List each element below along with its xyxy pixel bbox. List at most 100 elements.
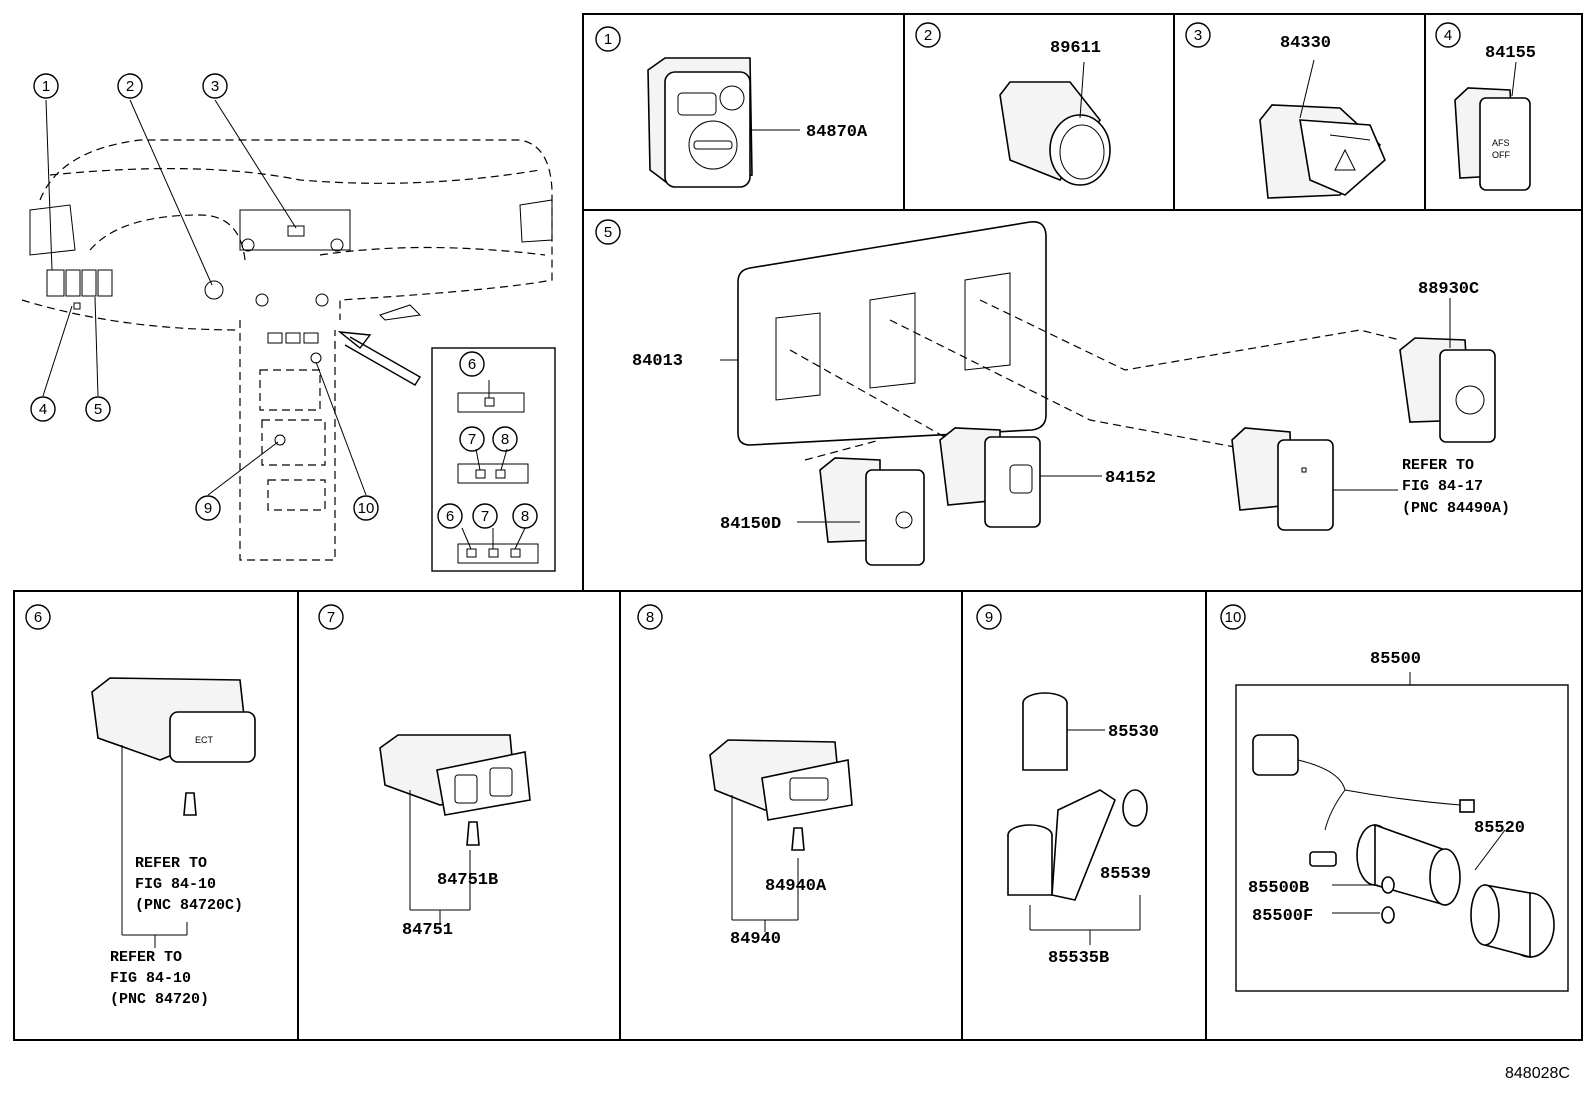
part-85520: 85520	[1474, 819, 1525, 838]
panel-3	[1259, 59, 1386, 199]
panel-number-8-number: 8	[646, 609, 654, 626]
panel-number-2-number: 2	[924, 27, 932, 44]
inset-callout-8-b: 8	[512, 503, 538, 529]
panel-2	[999, 61, 1111, 186]
figure-code: 848028C	[1505, 1065, 1570, 1082]
ect-switch-drawing: ECT	[91, 677, 256, 763]
overview-callout-8: 8	[492, 426, 518, 452]
part-84013: 84013	[632, 352, 683, 371]
switch-84150D-fog	[819, 457, 925, 566]
inset-callout-7-b-number: 7	[481, 508, 489, 525]
part-84330: 84330	[1280, 34, 1331, 53]
part-labels: 84870A 89611 84330 84155 84013 88930C 84…	[110, 34, 1570, 1082]
overview-callout-3-number: 3	[211, 78, 219, 95]
panel-number-2: 2	[915, 22, 941, 48]
overview-callout-2-number: 2	[126, 78, 134, 95]
inset-callout-8-b-number: 8	[521, 508, 529, 525]
panel-number-4: 4	[1435, 22, 1461, 48]
panel-number-9: 9	[976, 604, 1002, 630]
part-85535B: 85535B	[1048, 949, 1109, 968]
panel-number-7: 7	[318, 604, 344, 630]
switch-84751-drawing	[379, 734, 531, 816]
part-84155: 84155	[1485, 44, 1536, 63]
part-85500B: 85500B	[1248, 879, 1309, 898]
mirror-switch-drawing	[647, 57, 753, 188]
refer-panel5-line1: REFER TO	[1402, 457, 1474, 474]
overview-callout-5-number: 5	[94, 401, 102, 418]
refer-panel6b-line2: FIG 84-10	[110, 970, 191, 987]
panel-number-5: 5	[595, 219, 621, 245]
panel-4: AFS OFF	[1454, 61, 1531, 191]
power-outlet-drawing	[1007, 692, 1148, 901]
overview-callout-4-number: 4	[39, 401, 47, 418]
panel-number-3-number: 3	[1194, 27, 1202, 44]
panel-number-1: 1	[595, 26, 621, 52]
off-label: OFF	[1492, 150, 1510, 160]
lighter-assembly-drawing	[1252, 734, 1555, 959]
overview-callout-7-number: 7	[468, 431, 476, 448]
overview-callout-8-number: 8	[501, 431, 509, 448]
part-84940: 84940	[730, 930, 781, 949]
overview-callout-3: 3	[202, 73, 228, 99]
afs-switch-drawing: AFS OFF	[1454, 87, 1531, 191]
part-84150D: 84150D	[720, 515, 781, 534]
panel-number-6: 6	[25, 604, 51, 630]
panel-number-9-number: 9	[985, 609, 993, 626]
refer-panel6b-line1: REFER TO	[110, 949, 182, 966]
refer-panel6a-line3: (PNC 84720C)	[135, 897, 243, 914]
part-84751B: 84751B	[437, 871, 498, 890]
seat-switch-88930C	[1399, 337, 1496, 443]
inset-callout-6-b-number: 6	[446, 508, 454, 525]
overview-callout-9: 9	[195, 495, 221, 521]
overview-callout-7: 7	[459, 426, 485, 452]
overview-callout-10: 10	[353, 495, 379, 521]
part-85500F: 85500F	[1252, 907, 1313, 926]
panel-number-circles: 1 2 3 4 5 6 7 8 9 10	[25, 22, 1461, 630]
panel-1	[647, 57, 800, 188]
overview-callout-6: 6	[459, 351, 485, 377]
overview-callout-2: 2	[117, 73, 143, 99]
overview-callout-circles: 1 2 3 4 5 6 7 8 9 10 6 7 8	[30, 73, 538, 529]
refer-panel6a-line1: REFER TO	[135, 855, 207, 872]
overview-callout-5: 5	[85, 396, 111, 422]
overview-callout-9-number: 9	[204, 500, 212, 517]
refer-panel5-line3: (PNC 84490A)	[1402, 500, 1510, 517]
panel-9	[1007, 692, 1148, 945]
panel-number-10-number: 10	[1225, 609, 1242, 626]
panel-8	[709, 739, 853, 932]
overview-callouts	[42, 99, 367, 496]
panel-number-7-number: 7	[327, 609, 335, 626]
dashboard-overview: 1 2 3 4 5 6 7 8 9 10 6 7 8	[21, 73, 556, 572]
part-85530: 85530	[1108, 723, 1159, 742]
panel-7	[379, 734, 531, 925]
refer-panel6b-line3: (PNC 84720)	[110, 991, 209, 1008]
hazard-switch-drawing	[1259, 104, 1386, 199]
panel-grid	[13, 13, 1583, 1041]
switch-parking-sensor	[1231, 427, 1334, 531]
inset-callout-6-b: 6	[437, 503, 463, 529]
panel-number-1-number: 1	[604, 31, 612, 48]
part-84870A: 84870A	[806, 123, 868, 142]
switch-base-plate	[737, 220, 1047, 446]
overview-callout-10-number: 10	[358, 500, 375, 517]
panel-number-8: 8	[637, 604, 663, 630]
panel-number-3: 3	[1185, 22, 1211, 48]
start-switch-drawing	[999, 81, 1111, 186]
ect-label: ECT	[195, 735, 214, 745]
overview-callout-6-number: 6	[468, 356, 476, 373]
afs-label: AFS	[1492, 138, 1510, 148]
part-84751: 84751	[402, 921, 453, 940]
switch-inset-box	[431, 347, 556, 572]
panel-number-5-number: 5	[604, 224, 612, 241]
overview-callout-4: 4	[30, 396, 56, 422]
panel-number-6-number: 6	[34, 609, 42, 626]
part-88930C: 88930C	[1418, 280, 1479, 299]
part-89611: 89611	[1050, 39, 1101, 58]
refer-panel5-line2: FIG 84-17	[1402, 478, 1483, 495]
overview-callout-1: 1	[33, 73, 59, 99]
part-84940A: 84940A	[765, 877, 827, 896]
panel-6: ECT	[91, 677, 256, 948]
switch-84940-drawing	[709, 739, 853, 821]
inset-callout-7-b: 7	[472, 503, 498, 529]
